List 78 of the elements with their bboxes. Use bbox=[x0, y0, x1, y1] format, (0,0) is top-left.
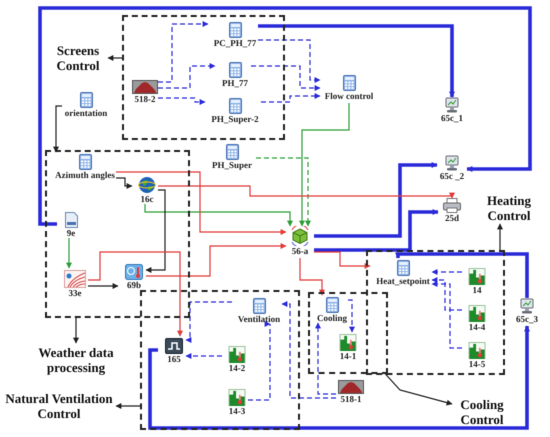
connector-arrow bbox=[73, 318, 79, 344]
component-label: 65c_1 bbox=[441, 113, 463, 124]
connector-arrow bbox=[116, 177, 133, 189]
component-label: 14-2 bbox=[228, 363, 246, 374]
connector-arrow bbox=[185, 301, 232, 343]
component-label: 9e bbox=[66, 228, 76, 239]
component-label: PH_Super-2 bbox=[211, 114, 259, 125]
connector-arrow bbox=[431, 277, 462, 311]
dashed-group-frame bbox=[366, 250, 505, 375]
component-label: 69b bbox=[126, 280, 141, 291]
connector-arrow bbox=[251, 65, 321, 91]
connector-arrow bbox=[144, 204, 293, 227]
connector-arrow bbox=[258, 24, 455, 98]
connector-arrow bbox=[299, 103, 350, 227]
connector-arrow bbox=[185, 353, 222, 359]
component-label: 14-1 bbox=[340, 351, 356, 362]
connector-arrow bbox=[315, 322, 336, 395]
component-label: 14 bbox=[472, 285, 482, 296]
component-label: PH_Super bbox=[212, 160, 252, 171]
component-label: PC_PH_77 bbox=[214, 38, 256, 49]
dashed-group-frame bbox=[45, 150, 190, 318]
component-label: 14-3 bbox=[228, 406, 246, 417]
dashed-group-frame bbox=[140, 290, 300, 430]
dashed-group-frame bbox=[308, 292, 388, 374]
connector-arrow bbox=[314, 209, 439, 252]
connector-arrow bbox=[256, 157, 311, 227]
component-label: 518-2 bbox=[134, 94, 156, 105]
connector-arrow bbox=[158, 21, 209, 83]
connector-arrow bbox=[88, 251, 183, 337]
connector-arrow bbox=[261, 93, 321, 103]
component-label: 518-1 bbox=[340, 394, 362, 405]
connector-arrow bbox=[497, 223, 503, 250]
connector-arrow bbox=[145, 189, 166, 273]
connector-arrow bbox=[53, 105, 62, 153]
connector-arrow bbox=[431, 281, 462, 349]
component-label: Cooling bbox=[316, 313, 347, 324]
connector-arrow bbox=[299, 258, 325, 296]
connector-arrow bbox=[258, 39, 321, 83]
section-title: Cooling Control bbox=[459, 397, 505, 427]
component-label: 56-a bbox=[292, 246, 308, 257]
component-label: 14-4 bbox=[468, 322, 486, 333]
connector-arrow bbox=[395, 252, 529, 298]
connector-arrow bbox=[248, 323, 273, 401]
connector-arrow bbox=[66, 238, 72, 269]
connector-arrow bbox=[38, 6, 532, 226]
component-label: 165 bbox=[167, 354, 181, 365]
component-label: Azimuth angles bbox=[55, 170, 115, 181]
component-label: Flow control bbox=[324, 91, 374, 102]
connector-arrow bbox=[158, 185, 455, 199]
section-title: Heating Control bbox=[486, 193, 532, 223]
connector-arrow bbox=[88, 283, 119, 289]
connector-arrow bbox=[348, 299, 355, 333]
connector-arrow bbox=[146, 243, 287, 277]
component-label: Heat_setpoint bbox=[376, 276, 430, 287]
section-title: Weather data processing bbox=[37, 345, 115, 375]
connector-arrow bbox=[148, 325, 530, 430]
connector-arrow bbox=[431, 269, 462, 275]
component-label: 33e bbox=[68, 288, 82, 299]
connector-arrow bbox=[116, 171, 287, 235]
component-label: PH_77 bbox=[222, 78, 248, 89]
section-title: Natural Ventilation Control bbox=[4, 391, 114, 421]
component-label: 65c _2 bbox=[440, 171, 464, 182]
connector-arrow bbox=[158, 97, 206, 105]
connector-arrow bbox=[314, 251, 371, 269]
component-label: 25d bbox=[444, 213, 459, 224]
connector-arrow bbox=[281, 301, 336, 399]
connector-arrow bbox=[384, 374, 453, 406]
connector-arrow bbox=[314, 162, 438, 238]
connector-arrow bbox=[158, 63, 216, 89]
connector-arrow bbox=[115, 403, 140, 409]
dashed-group-frame bbox=[122, 15, 285, 140]
connector-arrow bbox=[107, 55, 122, 61]
component-label: 65c_3 bbox=[516, 314, 538, 325]
component-label: orientation bbox=[64, 108, 108, 119]
section-title: Screens Control bbox=[55, 43, 101, 73]
component-label: 14-5 bbox=[468, 359, 486, 370]
component-label: Ventilation bbox=[238, 314, 280, 325]
component-label: 16c bbox=[140, 194, 154, 205]
